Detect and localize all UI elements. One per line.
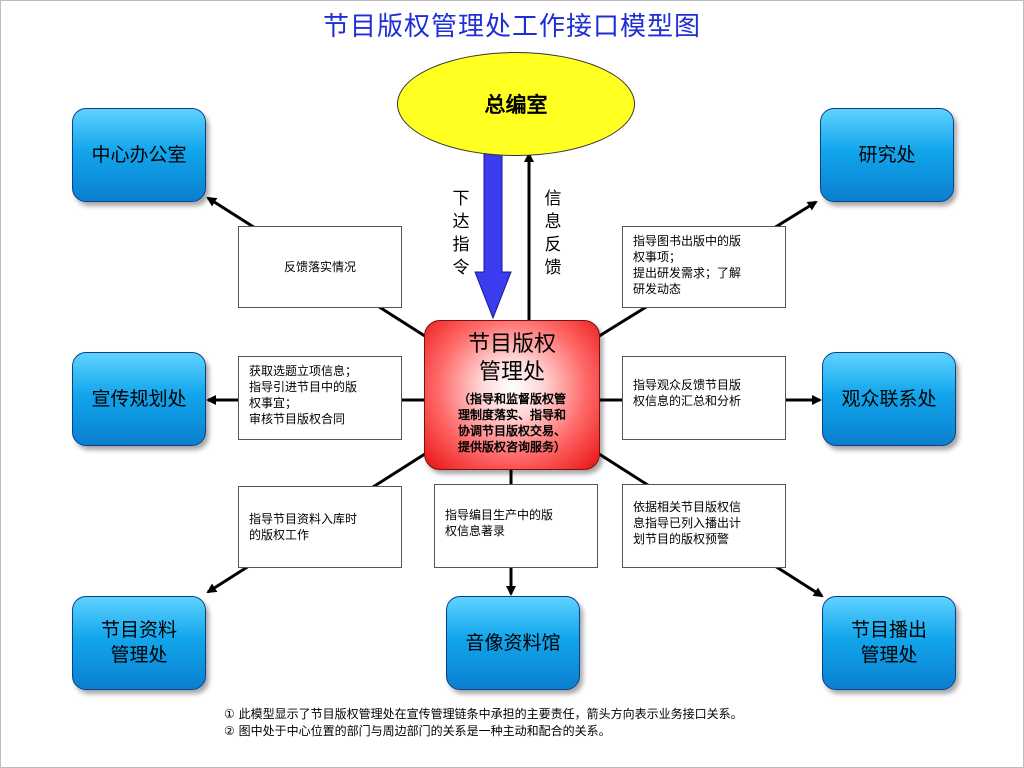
- dept-center-office: 中心办公室: [72, 108, 206, 202]
- dept-materials: 节目资料 管理处: [72, 596, 206, 690]
- footnotes: ① 此模型显示了节目版权管理处在宣传管理链条中承担的主要责任，箭头方向表示业务接…: [224, 706, 743, 740]
- note-feedback-text: 反馈落实情况: [283, 260, 356, 274]
- dept-research: 研究处: [820, 108, 954, 202]
- center-node-description: （指导和监督版权管 理制度落实、指导和 协调节目版权交易、 提供版权咨询服务）: [457, 392, 566, 454]
- note-av-library: 指导编目生产中的版 权信息著录: [434, 484, 598, 568]
- dept-audience: 观众联系处: [822, 352, 956, 446]
- command-label: 下 达 指 令: [452, 189, 470, 278]
- footnote-1: ① 此模型显示了节目版权管理处在宣传管理链条中承担的主要责任，箭头方向表示业务接…: [224, 707, 743, 721]
- center-node-copyright-office: 节目版权 管理处 （指导和监督版权管 理制度落实、指导和 协调节目版权交易、 提…: [424, 320, 600, 470]
- dept-publicity: 宣传规划处: [72, 352, 206, 446]
- dept-av-library: 音像资料馆: [446, 596, 580, 690]
- feedback-label: 信 息 反 馈: [544, 189, 562, 278]
- center-node-name: 节目版权 管理处: [467, 332, 556, 385]
- note-research: 指导图书出版中的版 权事项； 提出研发需求；了解 研发动态: [622, 226, 786, 308]
- note-feedback: 反馈落实情况: [238, 226, 402, 308]
- top-node-editorial-office: 总编室: [397, 52, 635, 156]
- dept-broadcast: 节目播出 管理处: [822, 596, 956, 690]
- note-broadcast: 依据相关节目版权信 息指导已列入播出计 划节目的版权预警: [622, 484, 786, 568]
- note-publicity: 获取选题立项信息； 指导引进节目中的版 权事宜； 审核节目版权合同: [238, 356, 402, 440]
- page-title: 节目版权管理处工作接口模型图: [322, 12, 701, 42]
- note-materials: 指导节目资料入库时 的版权工作: [238, 486, 402, 568]
- note-audience: 指导观众反馈节目版 权信息的汇总和分析: [622, 356, 786, 440]
- footnote-2: ② 图中处于中心位置的部门与周边部门的关系是一种主动和配合的关系。: [224, 724, 611, 738]
- command-down-arrow: [474, 153, 512, 320]
